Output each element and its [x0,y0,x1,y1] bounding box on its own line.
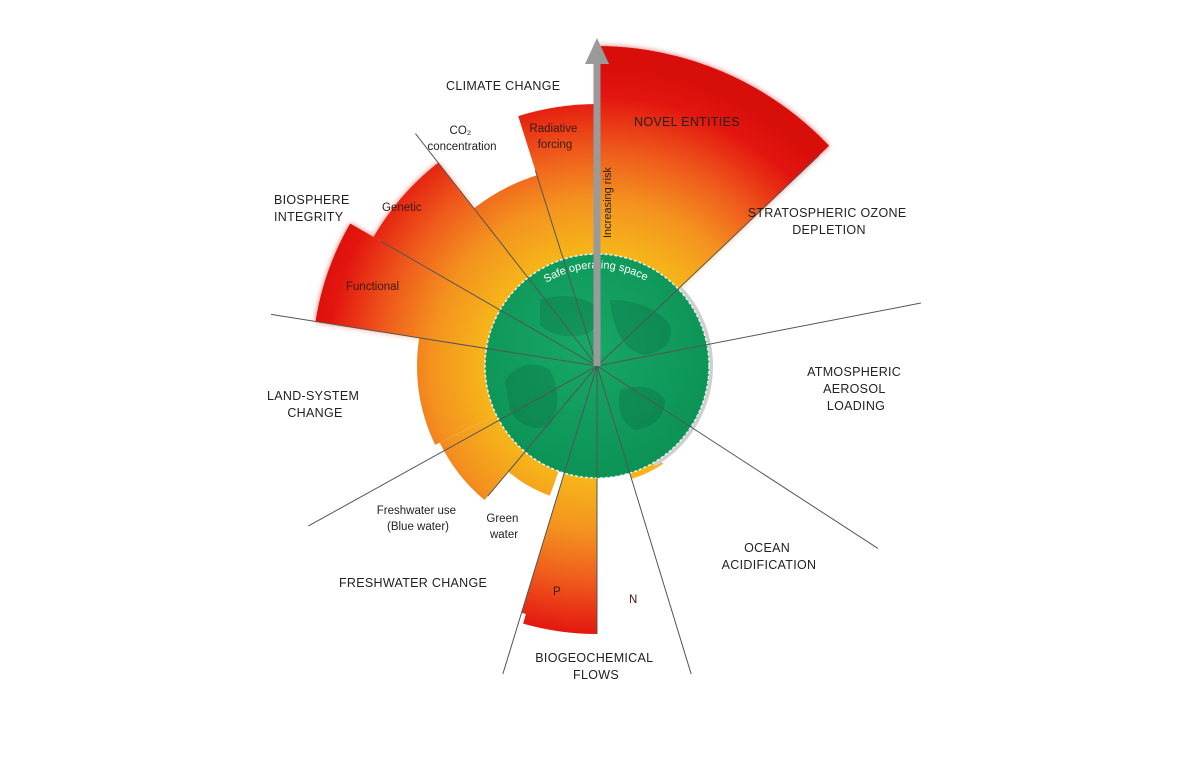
label-freshwater-change: FRESHWATER CHANGE [339,576,487,590]
label-genetic: Genetic [382,202,422,214]
label-biogeochemical-flows: BIOGEOCHEMICAL FLOWS [535,651,656,682]
label-ozone: STRATOSPHERIC OZONE DEPLETION [748,206,911,237]
label-co2-concentration: CO₂ concentration [427,125,496,153]
divider-biosphere-climate [414,133,598,367]
label-land-system-change: LAND-SYSTEM CHANGE [267,389,363,420]
label-ocean-acidification: OCEAN ACIDIFICATION [722,541,817,572]
divider-aerosol-ocean [596,365,879,549]
label-phosphorus: P [553,586,561,598]
label-functional: Functional [346,281,399,293]
increasing-risk-arrow: Increasing risk [585,38,614,366]
label-radiative-forcing: Radiative forcing [529,123,580,151]
earth-landmass [505,296,671,430]
sector-dividers [270,54,922,675]
label-nitrogen: N [629,594,637,606]
label-aerosol: ATMOSPHERIC AEROSOL LOADING [807,365,905,413]
label-green-water: Green water [486,513,521,541]
divider-blue-green [487,365,598,497]
label-novel-entities: NOVEL ENTITIES [634,115,740,129]
divider-freshwater-land [308,365,598,527]
label-climate-change: CLIMATE CHANGE [446,79,560,93]
divider-ozone-aerosol [596,302,922,367]
increasing-risk-label: Increasing risk [602,167,614,238]
label-freshwater-blue: Freshwater use (Blue water) [377,505,459,533]
divider-co2-radiative [534,170,598,367]
label-biosphere-integrity: BIOSPHERE INTEGRITY [274,193,353,224]
divider-genetic-functional [380,240,598,367]
divider-bio-freshwater [502,365,598,675]
divider-novel-ozone [596,155,820,367]
divider-land-biosphere [270,313,598,367]
divider-ocean-bio [596,365,692,675]
